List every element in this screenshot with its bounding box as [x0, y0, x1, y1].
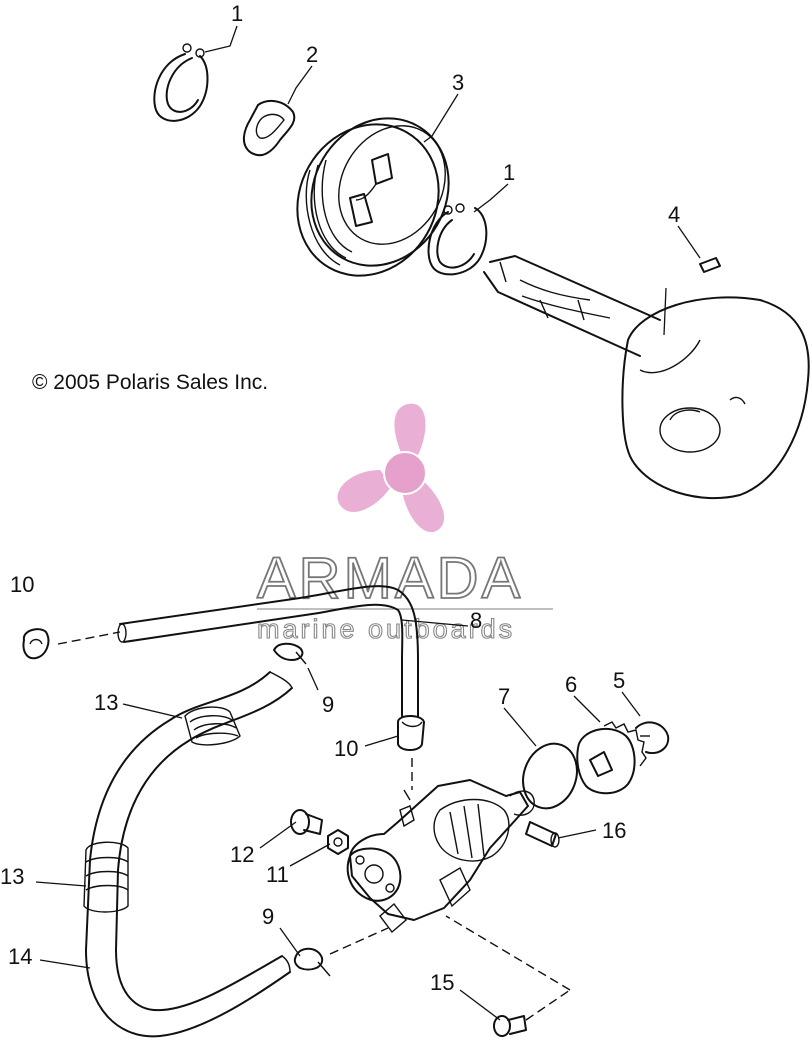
callout-7: 7	[498, 684, 510, 709]
oil-pump	[346, 779, 535, 934]
callout-3: 3	[452, 70, 464, 95]
callout-5: 5	[613, 668, 625, 693]
coolant-hose	[83, 671, 293, 1038]
callout-14: 14	[8, 944, 32, 969]
callout-12: 12	[230, 842, 254, 867]
callout-1-top: 1	[231, 1, 243, 26]
nut-11	[327, 829, 349, 855]
callout-6: 6	[565, 672, 577, 697]
clip-upper	[273, 642, 307, 665]
callout-13-lower: 13	[0, 864, 24, 889]
hose-clamp-center	[397, 715, 425, 790]
o-ring	[522, 742, 578, 810]
callout-13-upper: 13	[94, 690, 118, 715]
shaft-housing	[483, 255, 810, 499]
callout-4: 4	[668, 202, 680, 227]
pin	[663, 257, 721, 336]
callout-9-upper: 9	[322, 692, 334, 717]
screw-16	[525, 821, 560, 848]
callout-9-lower: 9	[262, 904, 274, 929]
callout-11: 11	[266, 862, 289, 887]
callout-10-left: 10	[10, 572, 34, 597]
callout-2: 2	[306, 42, 318, 67]
callout-1-shaft: 1	[503, 160, 515, 185]
leader-lines	[35, 25, 701, 1021]
clip-lower	[293, 927, 389, 977]
callout-labels: 1 2 3 1 4 10 8 9 13 7 6 5 10 16 12 11 13…	[0, 1, 680, 995]
callout-15: 15	[430, 970, 454, 995]
bolt-12	[290, 809, 323, 835]
propeller-icon	[337, 403, 445, 533]
copyright-text: © 2005 Polaris Sales Inc.	[32, 371, 268, 394]
bolt-15	[445, 915, 571, 1037]
key-plate	[243, 99, 296, 157]
oil-hose	[117, 585, 419, 717]
snap-ring-top	[153, 43, 209, 122]
callout-8: 8	[470, 608, 482, 633]
watermark-tagline: marine outboards	[257, 614, 515, 644]
hose-clamp-left	[22, 628, 121, 660]
callout-10-center: 10	[334, 736, 358, 761]
callout-16: 16	[602, 818, 626, 843]
drive-gear	[576, 721, 647, 795]
snap-ring-shaft	[427, 203, 488, 276]
pulley	[296, 117, 450, 277]
e-clip	[635, 721, 670, 754]
watermark-brand: ARMADA	[257, 546, 523, 611]
